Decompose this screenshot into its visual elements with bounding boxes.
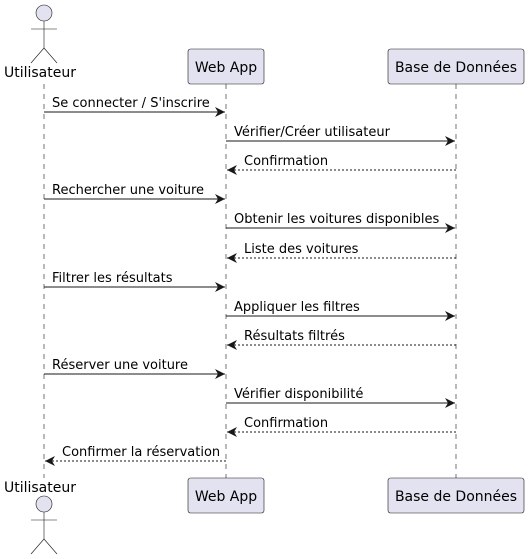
message-label-7: Filtrer les résultats — [52, 271, 173, 286]
message-label-8: Appliquer les filtres — [234, 300, 360, 315]
message-label-5: Obtenir les voitures disponibles — [234, 212, 440, 227]
participant-box-db-top — [387, 48, 525, 85]
message-label-9: Résultats filtrés — [244, 329, 345, 344]
participant-box-webapp-top — [187, 48, 265, 85]
message-label-2: Vérifier/Créer utilisateur — [234, 125, 391, 140]
message-label-6: Liste des voitures — [244, 242, 359, 257]
participant-box-db-bottom — [387, 477, 525, 514]
participant-box-webapp-bottom — [187, 477, 265, 514]
message-label-3: Confirmation — [244, 154, 328, 169]
message-label-4: Rechercher une voiture — [52, 183, 204, 198]
participants-top: Utilisateur Web App Base de Données — [4, 4, 525, 85]
message-label-12: Confirmation — [244, 416, 328, 431]
actor-user-bottom — [30, 495, 58, 555]
participant-label-db-bottom: Base de Données — [395, 489, 517, 505]
messages: Se connecter / S'inscrireVérifier/Créer … — [44, 96, 456, 466]
participant-label-webapp-bottom: Web App — [195, 489, 257, 505]
message-label-11: Vérifier disponibilité — [234, 387, 363, 402]
participant-label-user-bottom: Utilisateur — [4, 480, 76, 496]
participant-label-db-top: Base de Données — [395, 60, 517, 76]
message-label-13: Confirmer la réservation — [62, 445, 220, 460]
message-label-1: Se connecter / S'inscrire — [52, 96, 210, 111]
message-label-10: Réserver une voiture — [52, 358, 188, 373]
participant-label-webapp-top: Web App — [195, 60, 257, 76]
actor-user-top — [30, 4, 58, 64]
participant-label-user-top: Utilisateur — [4, 65, 76, 81]
